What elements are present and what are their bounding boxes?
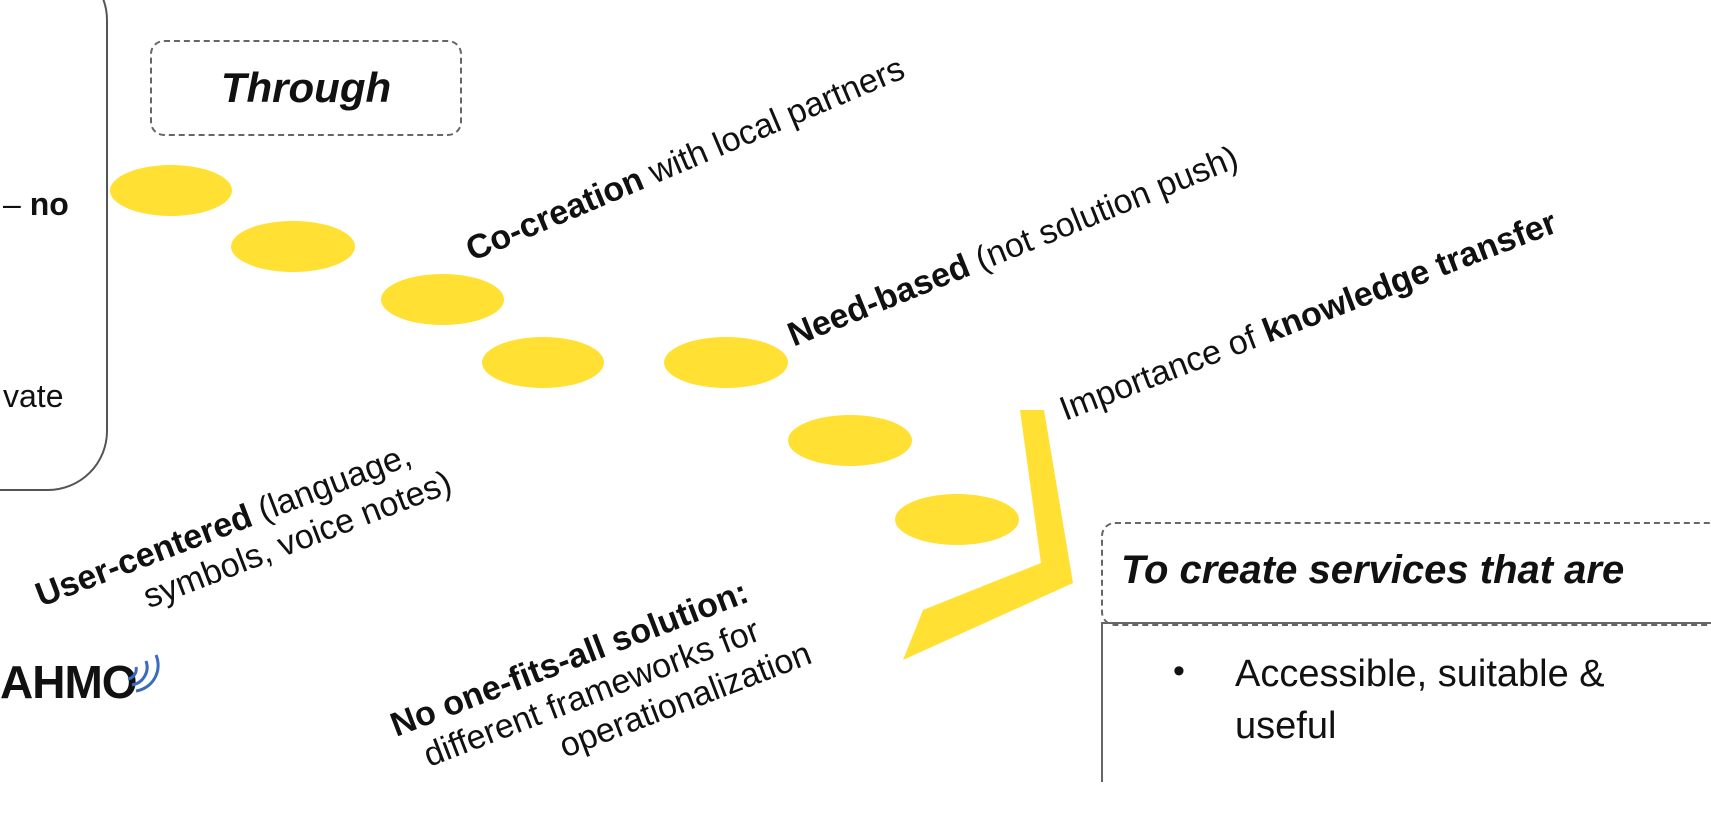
footstep-6 <box>788 415 912 466</box>
tahmo-logo: AHMO <box>0 654 160 709</box>
left-panel-dash: – <box>3 186 30 222</box>
footstep-5 <box>664 337 788 388</box>
statement-need-based-bold: Need-based <box>782 246 976 355</box>
services-title-box <box>1101 522 1711 626</box>
services-body <box>1101 622 1711 782</box>
statement-no-one-fits-all: No one-fits-all solution: different fram… <box>385 559 817 820</box>
services-item: Accessible, suitable & useful <box>1235 653 1605 747</box>
footstep-4 <box>482 337 604 388</box>
footstep-2 <box>231 221 355 272</box>
statement-co-creation: Co-creation with local partners <box>460 48 910 269</box>
footstep-3 <box>381 274 504 325</box>
bullet-icon: • <box>1173 652 1185 690</box>
left-panel-bold: no <box>29 186 69 222</box>
left-panel <box>0 0 108 491</box>
services-title: To create services that are <box>1121 548 1625 592</box>
footstep-1 <box>110 165 232 216</box>
left-panel-line1: – no <box>3 186 69 223</box>
statement-knowledge-pre: Importance of <box>1054 315 1271 429</box>
statement-co-creation-bold: Co-creation <box>460 160 650 269</box>
arrow-chevron-icon <box>903 410 1073 660</box>
left-panel-line2: vate <box>3 378 64 414</box>
statement-knowledge-bold: knowledge transfer <box>1257 203 1562 351</box>
signal-waves-icon <box>127 654 160 693</box>
through-label-box: Through <box>150 40 462 136</box>
footstep-7 <box>895 494 1019 545</box>
logo-text: AHM <box>0 656 103 708</box>
statement-need-based: Need-based (not solution push) <box>782 137 1244 355</box>
statement-need-based-rest: (not solution push) <box>961 138 1244 282</box>
through-label: Through <box>220 64 392 111</box>
logo-ring-letter: O <box>101 656 138 708</box>
statement-co-creation-rest: with local partners <box>634 49 911 196</box>
statement-knowledge-transfer: Importance of knowledge transfer <box>1054 202 1562 429</box>
